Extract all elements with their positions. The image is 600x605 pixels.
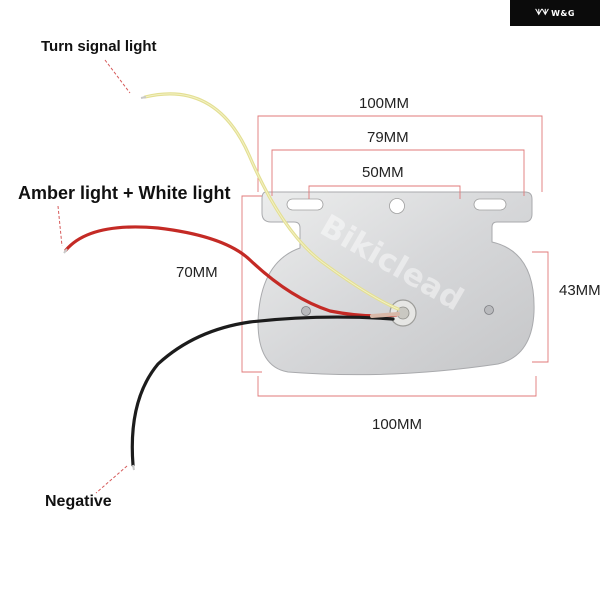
wire-red-tip [63, 248, 68, 254]
wire-yellow-tip [140, 96, 147, 99]
top-hole [389, 198, 405, 214]
wire-red [64, 225, 398, 318]
screw-right [484, 305, 494, 315]
dim-right-height-line [532, 251, 549, 363]
dimension-lines [241, 115, 549, 397]
dim-right-height: 43MM [559, 282, 600, 299]
left-slot [286, 198, 324, 211]
pointer-turn-signal [104, 59, 131, 94]
label-negative: Negative [45, 493, 112, 510]
pointer-amber-white [57, 205, 63, 247]
brand-logo-icon: ᗐᗐ [535, 8, 549, 17]
dim-top-outer: 100MM [359, 95, 410, 112]
pointer-negative [95, 465, 128, 494]
label-turn-signal: Turn signal light [41, 38, 157, 55]
dim-left-height: 70MM [176, 264, 218, 281]
dim-bottom-width-line [257, 376, 537, 397]
dim-top-middle-line [271, 149, 525, 196]
wire-bundle [370, 312, 400, 318]
wire-black-tip [132, 464, 135, 471]
brand-badge: ᗐᗐ W&G [510, 0, 600, 26]
dim-bottom-width: 100MM [372, 416, 423, 433]
brand-name: W&G [551, 8, 575, 18]
screw-left [301, 306, 311, 316]
wire-black [130, 315, 395, 467]
wire-yellow-highlight [144, 93, 399, 310]
label-amber-white: Amber light + White light [18, 183, 231, 203]
dim-top-inner: 50MM [362, 164, 404, 181]
pointer-lines [57, 59, 131, 494]
dim-top-middle: 79MM [367, 129, 409, 146]
dim-left-height-line [241, 195, 262, 373]
right-slot [473, 198, 507, 211]
dim-top-outer-line [257, 115, 543, 192]
dim-top-inner-line [308, 185, 461, 199]
